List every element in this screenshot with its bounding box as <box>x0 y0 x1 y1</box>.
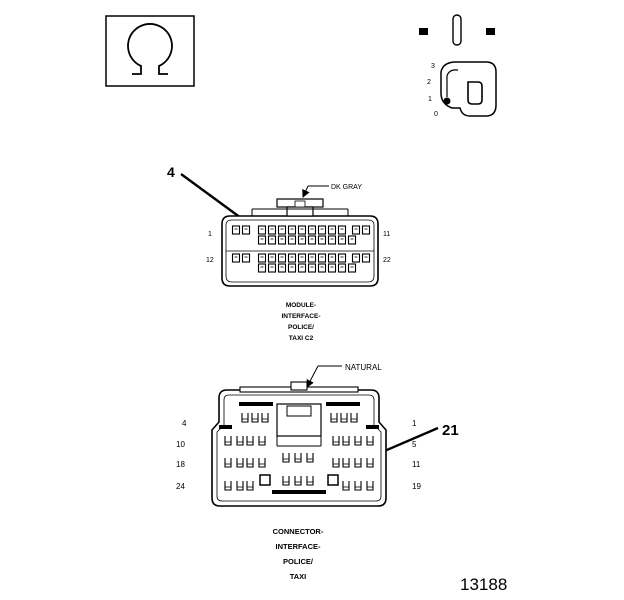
svg-text:POLICE/: POLICE/ <box>288 324 314 331</box>
lower-pin-label-1: 1 <box>412 419 417 428</box>
key-slot-icon <box>452 14 462 46</box>
callout-number-21: 21 <box>442 422 459 439</box>
lower-bar-top-right <box>326 402 360 406</box>
key-hole-icon <box>467 81 483 105</box>
lower-square-left <box>259 474 271 486</box>
lower-pin-label-11: 11 <box>412 460 421 469</box>
upper-connector-caption: MODULE- INTERFACE- POLICE/ TAXI C2 <box>282 302 321 342</box>
left-indicator-mark <box>419 28 428 35</box>
svg-text:CONNECTOR-: CONNECTOR- <box>273 527 324 536</box>
lower-pin-label-24: 24 <box>176 482 185 491</box>
upper-pin-label-12: 12 <box>206 257 214 264</box>
position-label-1: 1 <box>428 96 432 103</box>
upper-pin-label-22: 22 <box>383 257 391 264</box>
svg-text:POLICE/: POLICE/ <box>283 557 314 566</box>
svg-text:INTERFACE-: INTERFACE- <box>282 313 321 320</box>
position-label-3: 3 <box>431 63 435 70</box>
upper-connector: 4 DK GRAY <box>167 164 391 342</box>
figure-number: 13188 <box>460 575 507 594</box>
upper-pin-label-1: 1 <box>208 231 212 238</box>
lower-pin-label-5: 5 <box>412 440 417 449</box>
lower-bar-side-right <box>366 425 379 429</box>
lower-pin-label-19: 19 <box>412 482 421 491</box>
lower-bar-side-left <box>219 425 232 429</box>
right-indicator-mark <box>486 28 495 35</box>
color-label-dk-gray: DK GRAY <box>331 184 362 191</box>
position-label-0: 0 <box>434 111 438 118</box>
position-label-2: 2 <box>427 79 431 86</box>
upper-pin-label-11: 11 <box>383 231 390 238</box>
lower-pin-label-4: 4 <box>182 419 187 428</box>
color-label-natural: NATURAL <box>345 363 382 372</box>
svg-text:TAXI: TAXI <box>290 572 307 581</box>
omega-icon <box>127 23 173 75</box>
svg-text:MODULE-: MODULE- <box>286 302 316 309</box>
key-position-dot <box>443 97 451 105</box>
callout-number-4: 4 <box>167 164 175 180</box>
lower-bar-bottom <box>272 490 326 494</box>
svg-text:INTERFACE-: INTERFACE- <box>276 542 322 551</box>
lower-square-right <box>327 474 339 486</box>
lower-connector-caption: CONNECTOR- INTERFACE- POLICE/ TAXI <box>273 527 324 581</box>
omega-symbol-box <box>105 15 195 87</box>
symbol-frame <box>105 15 195 87</box>
lower-pin-label-18: 18 <box>176 460 185 469</box>
svg-text:TAXI C2: TAXI C2 <box>289 335 314 342</box>
lower-connector: NATURAL 21 <box>176 363 459 581</box>
lower-bar-top-left <box>239 402 273 406</box>
ignition-key-symbol: 3 2 1 0 <box>419 14 497 118</box>
lower-pin-label-10: 10 <box>176 440 185 449</box>
